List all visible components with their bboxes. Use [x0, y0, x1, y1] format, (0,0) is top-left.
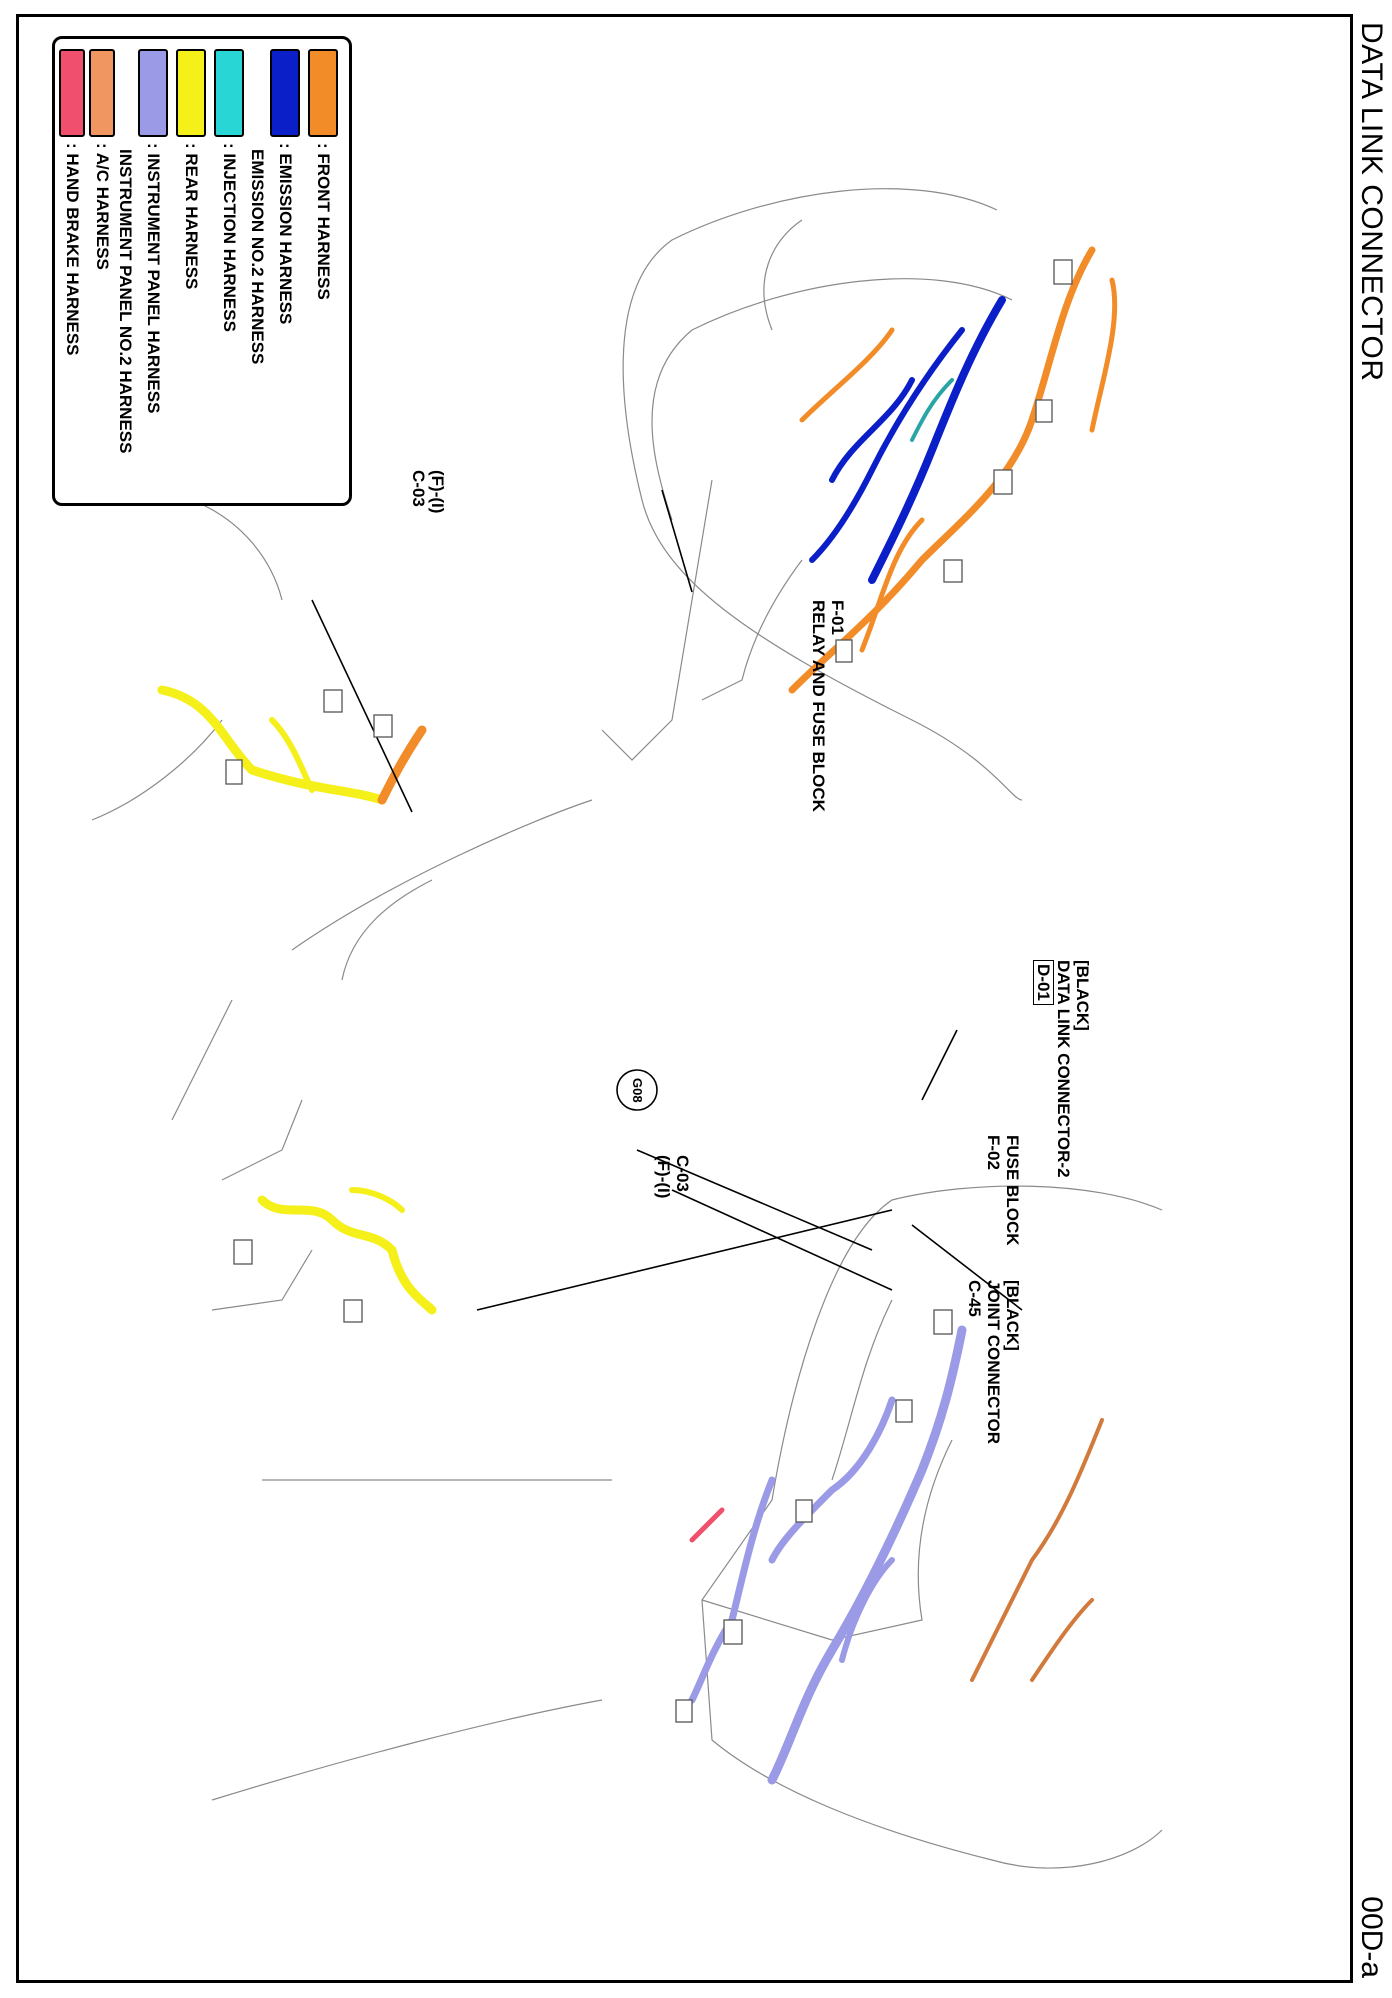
front-harness-wires: [788, 246, 1118, 694]
legend-item-ac: : A/C HARNESS: [87, 49, 117, 270]
rear-harness-wires: [157, 685, 437, 1315]
harness-legend: : FRONT HARNESS : EMISSION HARNESS EMISS…: [52, 36, 352, 506]
legend-swatch: [270, 49, 300, 137]
ground-symbol: [616, 1069, 658, 1111]
callout-c03-left: (F)-(I) C-03: [409, 470, 447, 514]
callout-data-link-connector: [BLACK] DATA LINK CONNECTOR-2 D-01: [1033, 960, 1092, 1178]
legend-swatch: [176, 49, 206, 137]
ground-label: G08: [630, 1078, 645, 1103]
legend-item-front: : FRONT HARNESS: [305, 49, 341, 300]
legend-item-injection: : INJECTION HARNESS: [211, 49, 247, 332]
instrument-panel-harness-wires: [688, 1325, 1104, 1785]
legend-item-instrument-panel: : INSTRUMENT PANEL HARNESS: [135, 49, 171, 413]
vehicle-outlines: [91, 188, 1163, 1869]
legend-item-hand-brake: : HAND BRAKE HARNESS: [57, 49, 87, 356]
callout-leaders: [311, 489, 1023, 1311]
legend-swatch: [59, 49, 85, 137]
callout-c03-right: C-03 (F)-(I): [654, 1155, 692, 1199]
legend-swatch: [214, 49, 244, 137]
legend-item-emission: : EMISSION HARNESS: [267, 49, 303, 324]
callout-relay-fuse-block: F-01 RELAY AND FUSE BLOCK: [809, 600, 847, 812]
legend-item-rear: : REAR HARNESS: [173, 49, 209, 289]
legend-sub-emission-no2: EMISSION NO.2 HARNESS: [248, 149, 267, 365]
callout-joint-connector: [BLACK] JOINT CONNECTOR C-45: [965, 1280, 1022, 1445]
legend-sub-instrument-panel-no2: INSTRUMENT PANEL NO.2 HARNESS: [116, 149, 135, 454]
legend-swatch: [138, 49, 168, 137]
legend-swatch: [89, 49, 115, 137]
dlc-code-box: D-01: [1033, 960, 1054, 1005]
connector-blocks: [225, 259, 1073, 1723]
callout-fuse-block: FUSE BLOCK F-02: [984, 1135, 1022, 1246]
legend-swatch: [308, 49, 338, 137]
